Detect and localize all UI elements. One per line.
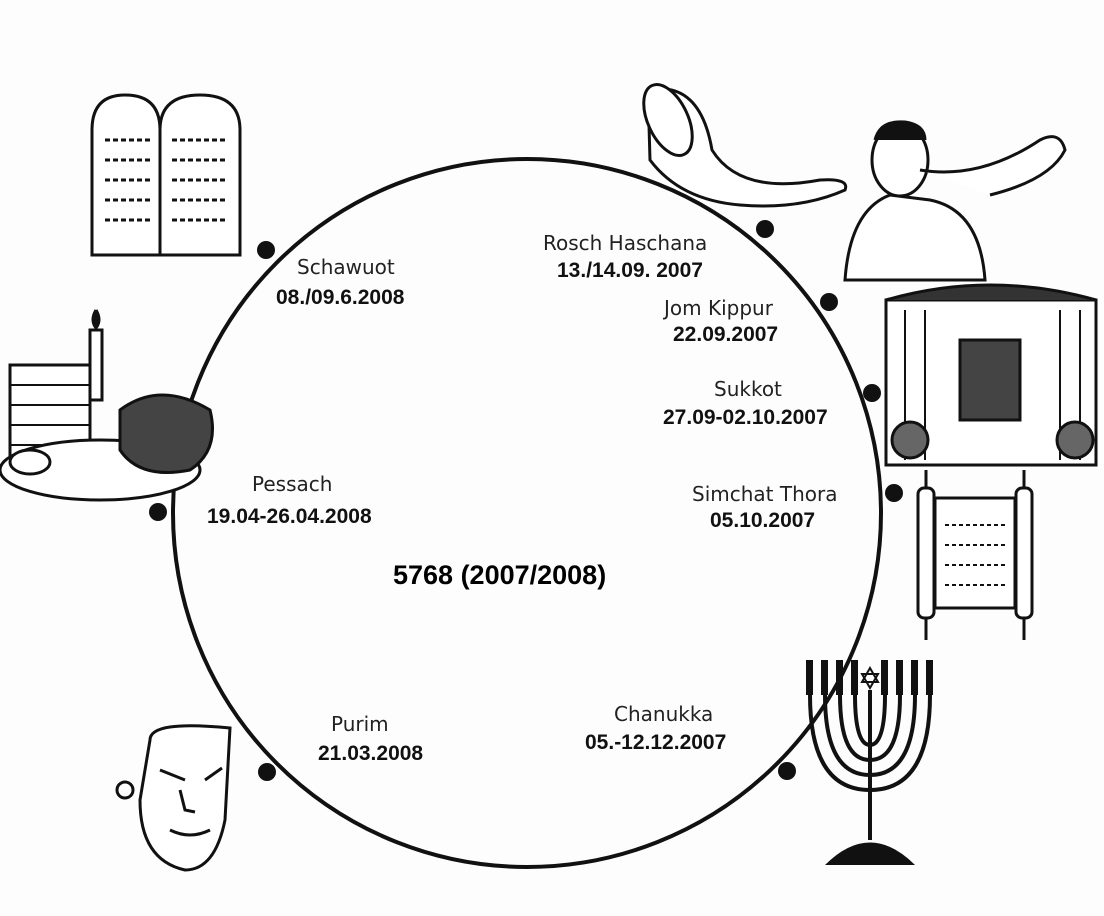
shofar-blower-icon [843, 120, 1067, 282]
torah-scroll-icon [916, 470, 1034, 640]
marker-schawuot [257, 241, 275, 259]
holiday-name-schawuot: Schawuot [297, 255, 395, 279]
holiday-date-purim: 21.03.2008 [318, 742, 424, 765]
holiday-name-sukkot: Sukkot [714, 377, 782, 401]
holiday-name-simchat-thora: Simchat Thora [692, 482, 838, 506]
year-circle [171, 157, 883, 869]
marker-sukkot [863, 384, 881, 402]
holiday-date-schawuot: 08./09.6.2008 [276, 286, 405, 309]
marker-jom-kippur [820, 293, 838, 311]
holiday-date-simchat-thora: 05.10.2007 [710, 509, 816, 532]
marker-purim [258, 763, 276, 781]
marker-pessach [149, 503, 167, 521]
holiday-date-chanukka: 05.-12.12.2007 [585, 731, 727, 754]
marker-rosch-haschana [756, 220, 774, 238]
holiday-date-sukkot: 27.09-02.10.2007 [663, 406, 828, 429]
seder-plate-icon [0, 309, 214, 502]
marker-chanukka [778, 762, 796, 780]
marker-simchat-thora [885, 484, 903, 502]
sukkah-icon [884, 283, 1098, 467]
year-title: 5768 (2007/2008) [393, 560, 607, 590]
holiday-date-jom-kippur: 22.09.2007 [673, 323, 779, 346]
tablets-icon [90, 93, 242, 257]
holiday-name-chanukka: Chanukka [614, 702, 714, 726]
holiday-name-rosch-haschana: Rosch Haschana [543, 231, 708, 255]
menorah-icon [806, 660, 933, 865]
holiday-markers [149, 220, 903, 781]
mask-icon [115, 724, 232, 872]
holiday-name-jom-kippur: Jom Kippur [664, 296, 773, 320]
shofar-icon [642, 83, 848, 208]
holiday-date-rosch-haschana: 13./14.09. 2007 [557, 259, 703, 282]
holiday-name-purim: Purim [331, 712, 389, 736]
holiday-date-pessach: 19.04-26.04.2008 [207, 505, 372, 528]
holiday-name-pessach: Pessach [252, 472, 333, 496]
